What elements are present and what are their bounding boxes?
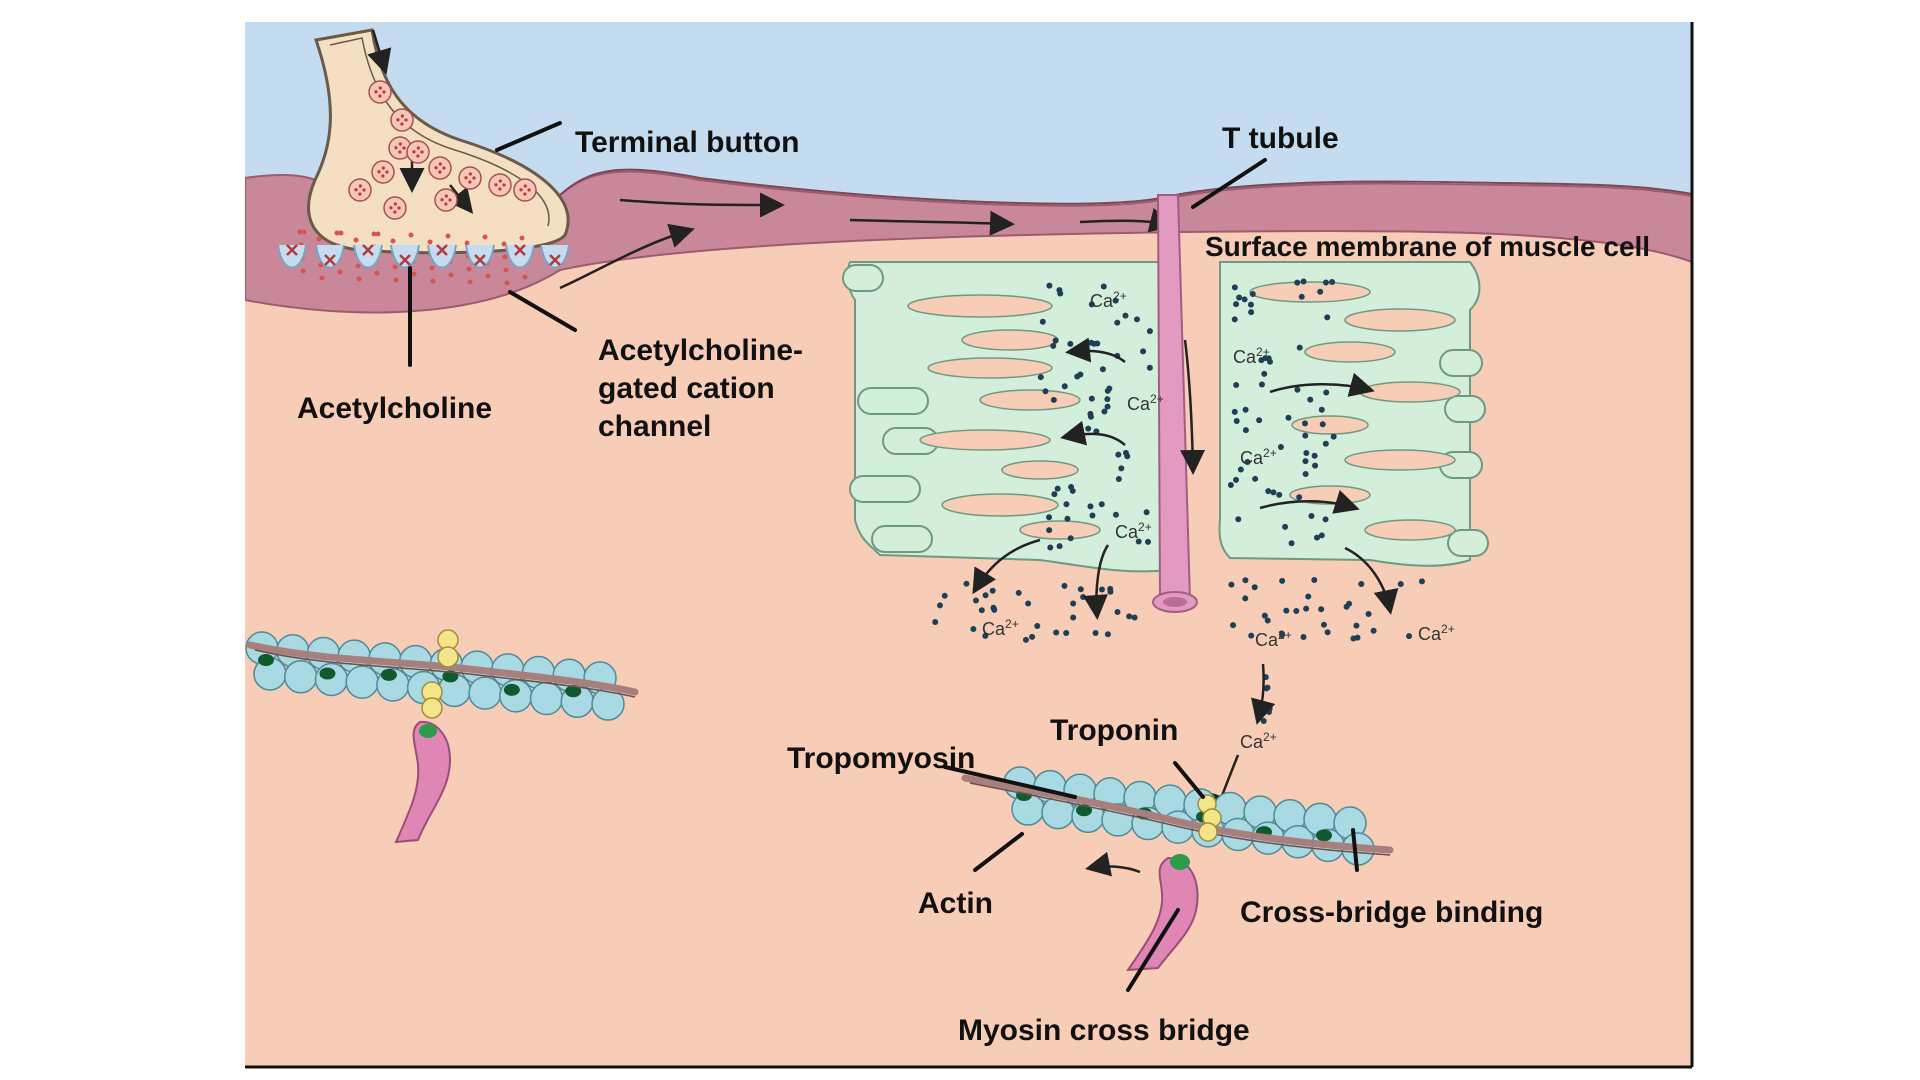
label-acetylcholine: Acetylcholine: [297, 392, 492, 425]
label-t-tubule: T tubule: [1222, 122, 1339, 155]
vesicle: [513, 178, 537, 202]
ca-label: Ca2+: [1240, 446, 1277, 468]
calcium-labels: Ca2+ Ca2+ Ca2+ Ca2+ Ca2+ Ca2+ Ca2+ Ca2+ …: [982, 289, 1455, 752]
relaxed-thin-filament: [245, 629, 639, 844]
leader-lines: [408, 121, 1359, 992]
tropomyosin-strand: [246, 641, 639, 696]
ca-label: Ca2+: [1240, 730, 1277, 752]
label-ach-channel-line-3: channel: [598, 410, 711, 443]
myosin-head-relaxed: [394, 720, 452, 844]
label-myosin-cross-bridge: Myosin cross bridge: [958, 1014, 1250, 1047]
label-ach-channel-line-1: Acetylcholine-: [598, 334, 803, 367]
sarcoplasmic-reticulum-left: [842, 261, 1171, 573]
tropomyosin-strand: [961, 774, 1394, 854]
label-terminal-button: Terminal button: [575, 126, 799, 159]
label-actin: Actin: [918, 887, 993, 920]
t-tubule-structure: [1152, 194, 1206, 613]
active-thin-filament: [961, 766, 1394, 972]
vesicle: [383, 196, 407, 220]
vesicle: [434, 188, 458, 212]
vesicle: [488, 173, 512, 197]
ca-label: Ca2+: [1090, 289, 1127, 311]
myosin-head-active: [1126, 856, 1199, 972]
terminal-button-structure: [277, 28, 570, 286]
ca-label: Ca2+: [1127, 392, 1164, 414]
vesicle: [371, 160, 395, 184]
ca-label: Ca2+: [1115, 520, 1152, 542]
ca-label: Ca2+: [1418, 622, 1455, 644]
vesicle: [458, 166, 482, 190]
vesicle: [406, 140, 430, 164]
vesicle: [428, 156, 452, 180]
label-ach-channel-line-2: gated cation: [598, 372, 775, 405]
vesicle: [390, 108, 414, 132]
ach-receptor-channels: [277, 244, 570, 269]
calcium-flow-arrows: [972, 337, 1399, 820]
sarcoplasmic-reticulum-right: [1218, 261, 1489, 567]
ca-label: Ca2+: [982, 617, 1019, 639]
ca-label: Ca2+: [1233, 345, 1270, 367]
synaptic-vesicles: [348, 80, 537, 220]
vesicle: [368, 80, 392, 104]
surface-membrane: [245, 170, 1692, 314]
ca-label: Ca2+: [1255, 628, 1292, 650]
label-tropomyosin: Tropomyosin: [787, 742, 975, 775]
vesicle: [348, 178, 372, 202]
label-cross-bridge-binding: Cross-bridge binding: [1240, 896, 1543, 929]
label-troponin: Troponin: [1050, 714, 1178, 747]
label-surface-membrane: Surface membrane of muscle cell: [1205, 231, 1650, 262]
action-potential-arrows: [559, 192, 1175, 290]
